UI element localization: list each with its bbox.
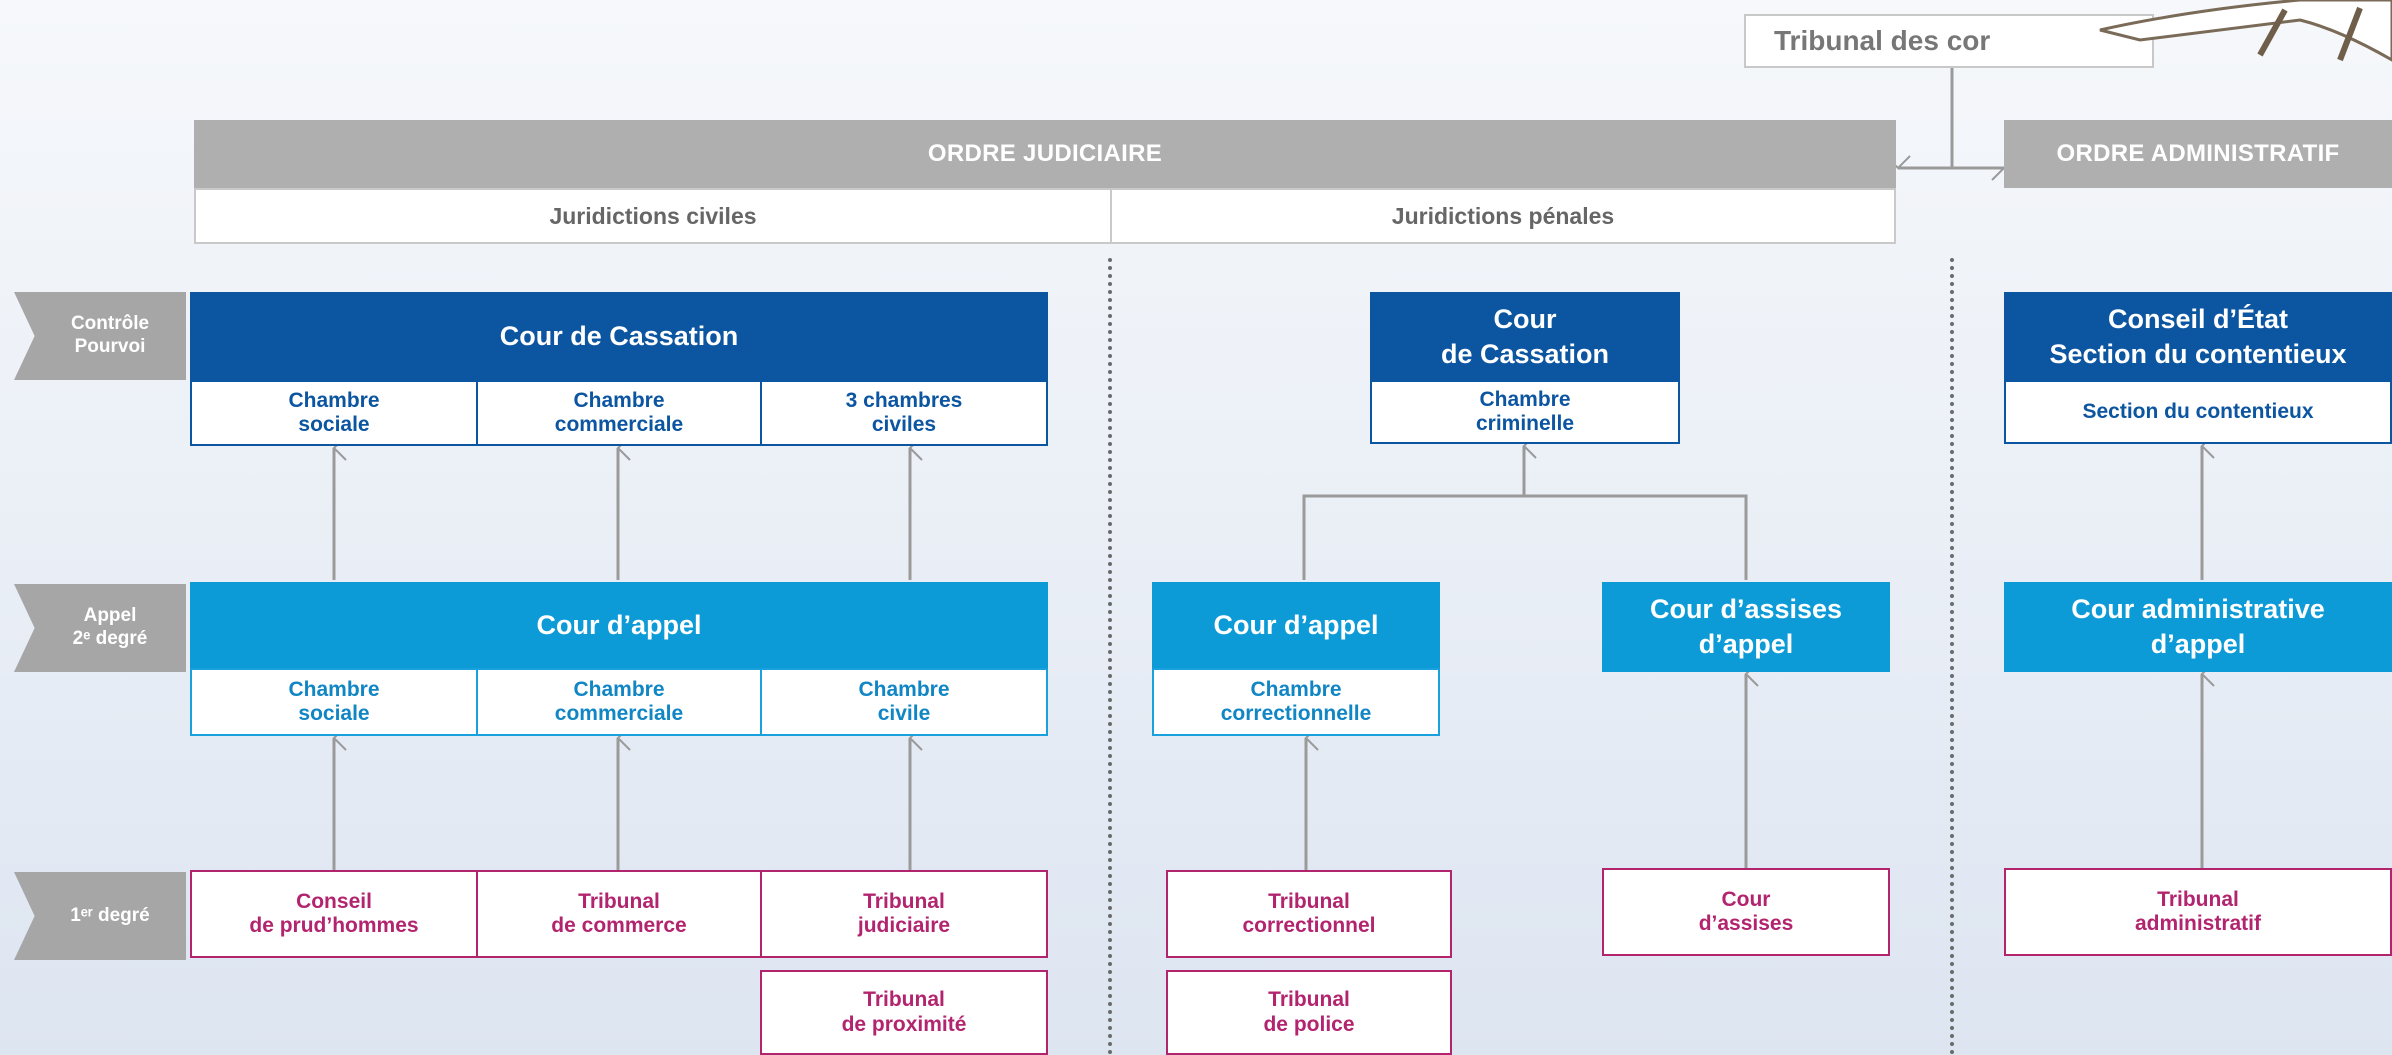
conseil-de-prudhommes: Conseil de prud’hommes bbox=[190, 870, 478, 958]
civil-cassation-chambres-civiles: 3 chambres civiles bbox=[760, 380, 1048, 446]
row-label-premier-degre: 1ᵉʳ degré bbox=[14, 872, 186, 960]
civil-cour-de-cassation: Cour de Cassation bbox=[190, 292, 1048, 382]
admin-section-du-contentieux: Section du contentieux bbox=[2004, 380, 2392, 444]
civil-cassation-chambre-commerciale: Chambre commerciale bbox=[476, 380, 762, 446]
cour-d-assises: Cour d’assises bbox=[1602, 868, 1890, 956]
separator-civil-penal bbox=[1108, 258, 1112, 1055]
penal-chambre-correctionnelle: Chambre correctionnelle bbox=[1152, 668, 1440, 736]
civil-cour-d-appel: Cour d’appel bbox=[190, 582, 1048, 670]
penal-chambre-criminelle: Chambre criminelle bbox=[1370, 380, 1680, 444]
civil-cassation-chambre-sociale: Chambre sociale bbox=[190, 380, 478, 446]
juridictions-civiles-header: Juridictions civiles bbox=[194, 188, 1112, 244]
tribunal-correctionnel: Tribunal correctionnel bbox=[1166, 870, 1452, 958]
civil-appel-chambre-commerciale: Chambre commerciale bbox=[476, 668, 762, 736]
decorative-photo-corner bbox=[2099, 0, 2392, 62]
civil-appel-chambre-sociale: Chambre sociale bbox=[190, 668, 478, 736]
tribunal-administratif: Tribunal administratif bbox=[2004, 868, 2392, 956]
tribunal-de-police: Tribunal de police bbox=[1166, 970, 1452, 1055]
row-label-controle: Contrôle Pourvoi bbox=[14, 292, 186, 380]
tribunal-de-commerce: Tribunal de commerce bbox=[476, 870, 762, 958]
conseil-d-etat: Conseil d’État Section du contentieux bbox=[2004, 292, 2392, 382]
cour-d-assises-d-appel: Cour d’assises d’appel bbox=[1602, 582, 1890, 672]
cour-administrative-d-appel: Cour administrative d’appel bbox=[2004, 582, 2392, 672]
juridictions-penales-header: Juridictions pénales bbox=[1110, 188, 1896, 244]
penal-cour-d-appel: Cour d’appel bbox=[1152, 582, 1440, 670]
row-label-appel: Appel 2ᵉ degré bbox=[14, 584, 186, 672]
tribunal-de-proximite: Tribunal de proximité bbox=[760, 970, 1048, 1055]
penal-cour-de-cassation: Cour de Cassation bbox=[1370, 292, 1680, 382]
separator-penal-admin bbox=[1950, 258, 1954, 1055]
penal-branch bbox=[1302, 494, 1748, 580]
tribunal-des-conflits-label: Tribunal des cor bbox=[1744, 14, 2154, 68]
ordre-judiciaire-header: ORDRE JUDICIAIRE bbox=[194, 120, 1896, 188]
civil-appel-chambre-civile: Chambre civile bbox=[760, 668, 1048, 736]
tribunal-judiciaire: Tribunal judiciaire bbox=[760, 870, 1048, 958]
ordre-administratif-header: ORDRE ADMINISTRATIF bbox=[2004, 120, 2392, 188]
